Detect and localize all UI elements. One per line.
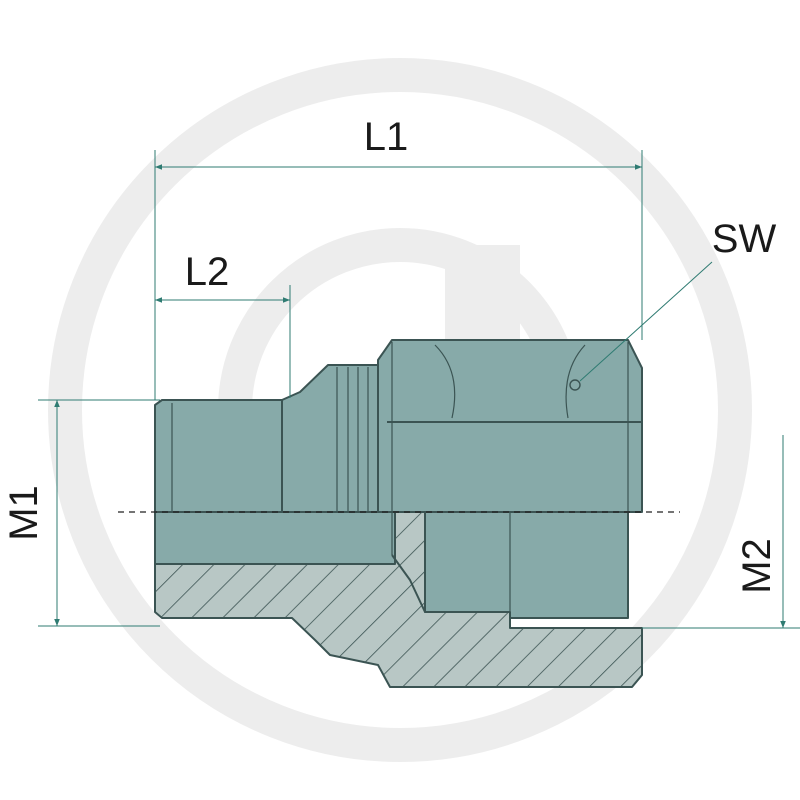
label-m1: M1 bbox=[2, 485, 46, 541]
fitting-exterior bbox=[154, 339, 643, 513]
groove-lines bbox=[336, 367, 369, 512]
hex-nut bbox=[377, 339, 643, 513]
male-spigot bbox=[154, 399, 283, 513]
dimension-lines bbox=[38, 150, 800, 629]
label-l1: L1 bbox=[364, 115, 409, 159]
inner-bore bbox=[424, 511, 629, 619]
fitting-section bbox=[154, 511, 643, 688]
dim-sw-leader bbox=[579, 261, 713, 382]
label-sw: SW bbox=[712, 217, 777, 261]
cone-transition bbox=[281, 364, 379, 513]
label-m2: M2 bbox=[735, 538, 779, 594]
label-l2: L2 bbox=[185, 250, 230, 294]
